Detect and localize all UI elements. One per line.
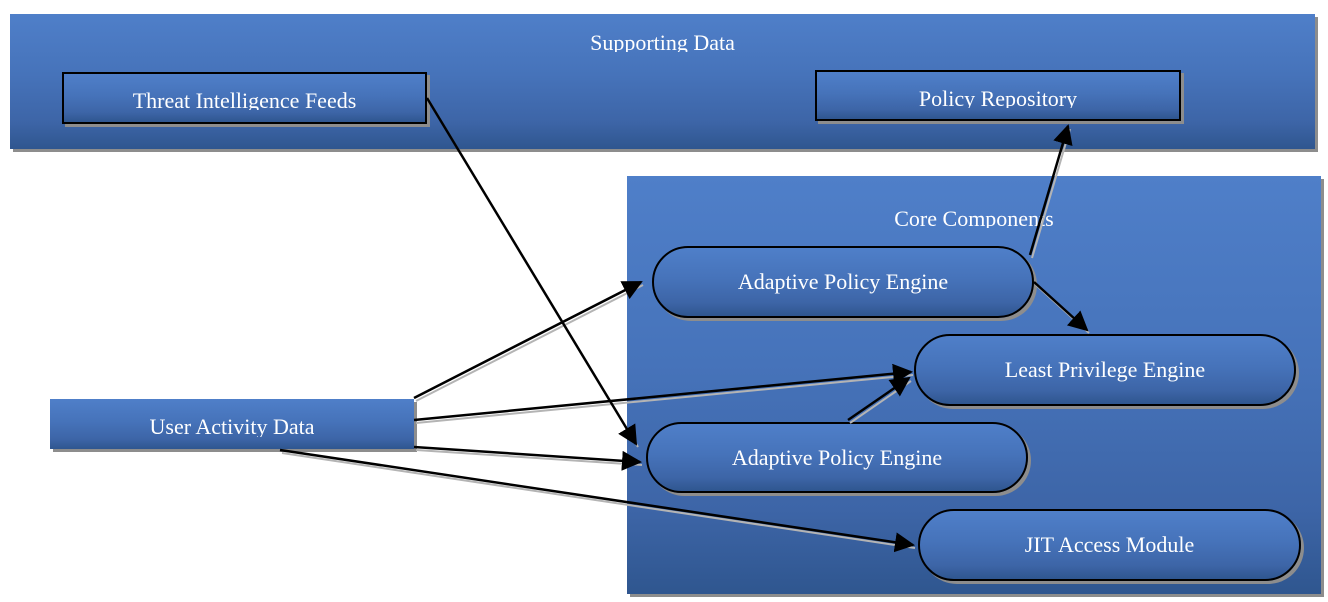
adaptive-policy-engine-top-label: Adaptive Policy Engine	[737, 269, 949, 294]
arrow-threat-to-adaptive-bottom	[425, 97, 638, 446]
user-activity-data-box[interactable]: User Activity Data	[50, 399, 414, 449]
least-privilege-engine-label: Least Privilege Engine	[1004, 357, 1206, 382]
threat-intelligence-feeds-label: Threat Intelligence Feeds	[132, 88, 357, 110]
policy-repository-box[interactable]: Policy Repository	[815, 70, 1181, 121]
arrow-user-to-adaptive-top	[413, 280, 643, 400]
threat-intelligence-feeds-box[interactable]: Threat Intelligence Feeds	[62, 72, 427, 124]
adaptive-policy-engine-bottom-label: Adaptive Policy Engine	[731, 444, 943, 470]
jit-access-module-label: JIT Access Module	[1024, 532, 1195, 557]
jit-access-module[interactable]: JIT Access Module	[918, 509, 1301, 581]
core-components-title: Core Components	[894, 207, 1054, 228]
adaptive-policy-engine-bottom[interactable]: Adaptive Policy Engine	[646, 422, 1028, 493]
user-activity-data-label: User Activity Data	[149, 413, 315, 437]
least-privilege-engine[interactable]: Least Privilege Engine	[914, 334, 1296, 406]
policy-repository-label: Policy Repository	[918, 85, 1078, 108]
arrow-user-to-adaptive-bottom	[413, 445, 642, 471]
adaptive-policy-engine-top[interactable]: Adaptive Policy Engine	[652, 246, 1034, 318]
supporting-data-title: Supporting Data	[590, 31, 735, 52]
